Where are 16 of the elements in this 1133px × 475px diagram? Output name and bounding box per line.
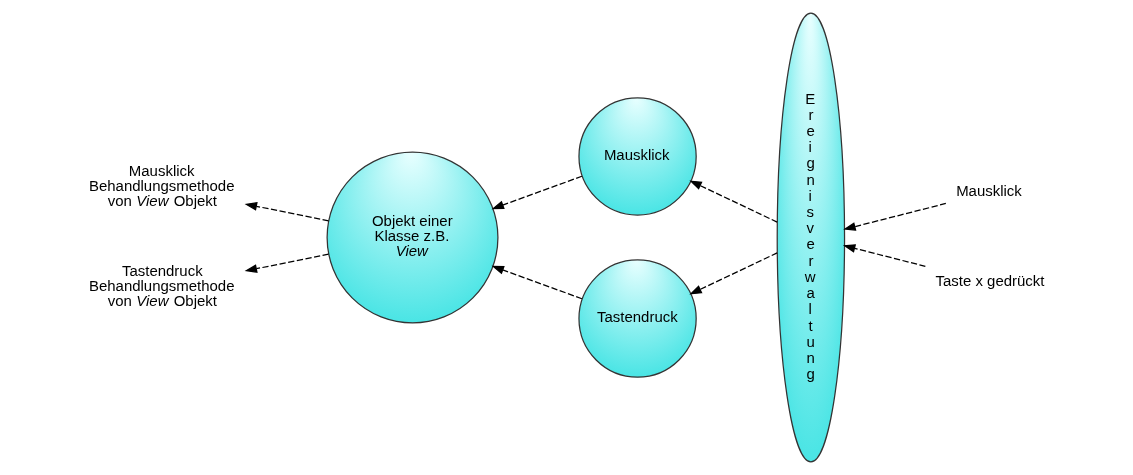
node-text: Tastendruck Behandlungsmethode von View Objekt	[88, 261, 235, 309]
arrow	[842, 244, 926, 267]
node-circle: Mausklick	[578, 97, 697, 216]
node-ellipse: Ereignisverwaltung	[776, 12, 846, 463]
arrow	[244, 253, 330, 273]
arrow	[491, 265, 583, 300]
arrow	[244, 202, 330, 222]
arrow	[689, 252, 778, 295]
arrow	[491, 175, 583, 210]
arrow	[689, 180, 778, 223]
node-text: Taste x gedrückt	[935, 272, 1045, 290]
node-circle: Tastendruck	[578, 259, 697, 378]
node-text: Mausklick Behandlungsmethode von View Objekt	[88, 161, 235, 209]
node-text: Mausklick	[956, 182, 1022, 200]
node-circle: Objekt einer Klasse z.B. View	[326, 151, 499, 324]
arrow	[843, 202, 947, 231]
